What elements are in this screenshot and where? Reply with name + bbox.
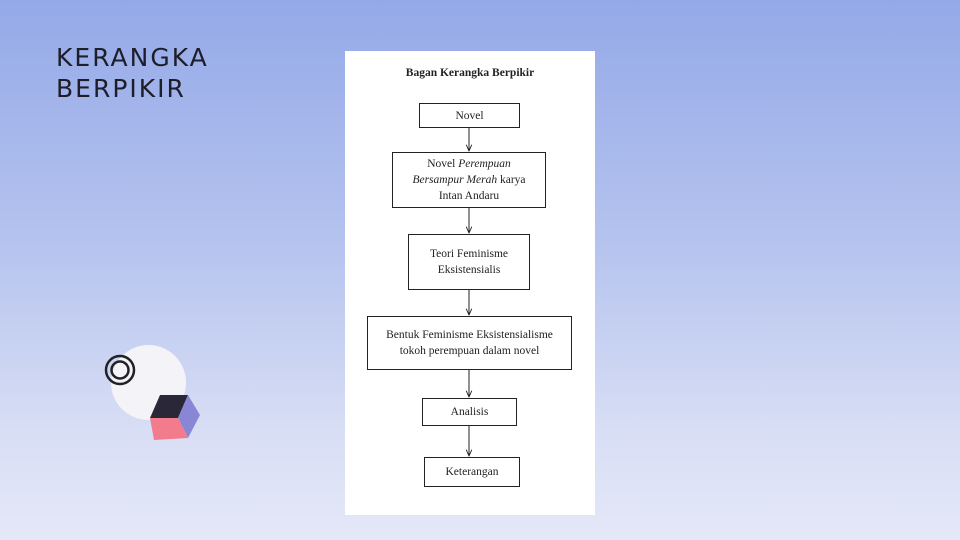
node-novel-specific-title-part1: Perempuan	[458, 158, 511, 170]
flowchart-panel: Bagan Kerangka Berpikir Novel Novel Pere…	[345, 51, 595, 515]
node-analysis-label: Analisis	[450, 406, 489, 418]
concentric-circles-icon	[104, 354, 136, 386]
node-analysis: Analisis	[422, 398, 517, 426]
node-novel-specific-line3: Intan Andaru	[438, 190, 500, 202]
node-forms-line2: tokoh perempuan dalam novel	[399, 345, 540, 357]
node-notes: Keterangan	[424, 457, 520, 487]
slide-title-line2: BERPIKIR	[56, 74, 186, 103]
node-novel-specific-line1: Novel Perempuan	[427, 156, 511, 172]
node-notes-label: Keterangan	[445, 466, 499, 478]
node-novel-specific-suffix: karya	[497, 174, 526, 186]
node-novel: Novel	[419, 103, 520, 128]
node-theory-line2: Eksistensialis	[437, 264, 501, 276]
node-novel-specific: Novel Perempuan Bersampur Merah karya In…	[392, 152, 546, 208]
node-theory-line1: Teori Feminisme	[429, 248, 509, 260]
node-novel-specific-prefix: Novel	[427, 158, 459, 170]
slide-title-line1: KERANGKA	[56, 43, 209, 72]
node-novel-specific-line2: Bersampur Merah karya	[412, 172, 525, 188]
diagram-title: Bagan Kerangka Berpikir	[405, 67, 535, 79]
node-theory: Teori Feminisme Eksistensialis	[408, 234, 530, 290]
node-forms: Bentuk Feminisme Eksistensialisme tokoh …	[367, 316, 572, 370]
node-novel-label: Novel	[455, 109, 484, 122]
node-forms-line1: Bentuk Feminisme Eksistensialisme	[386, 329, 553, 341]
slide-title: KERANGKA BERPIKIR	[56, 42, 209, 104]
flowchart-arrows	[345, 127, 595, 515]
node-novel-specific-title-part2: Bersampur Merah	[412, 174, 498, 186]
cube-icon	[150, 395, 200, 440]
